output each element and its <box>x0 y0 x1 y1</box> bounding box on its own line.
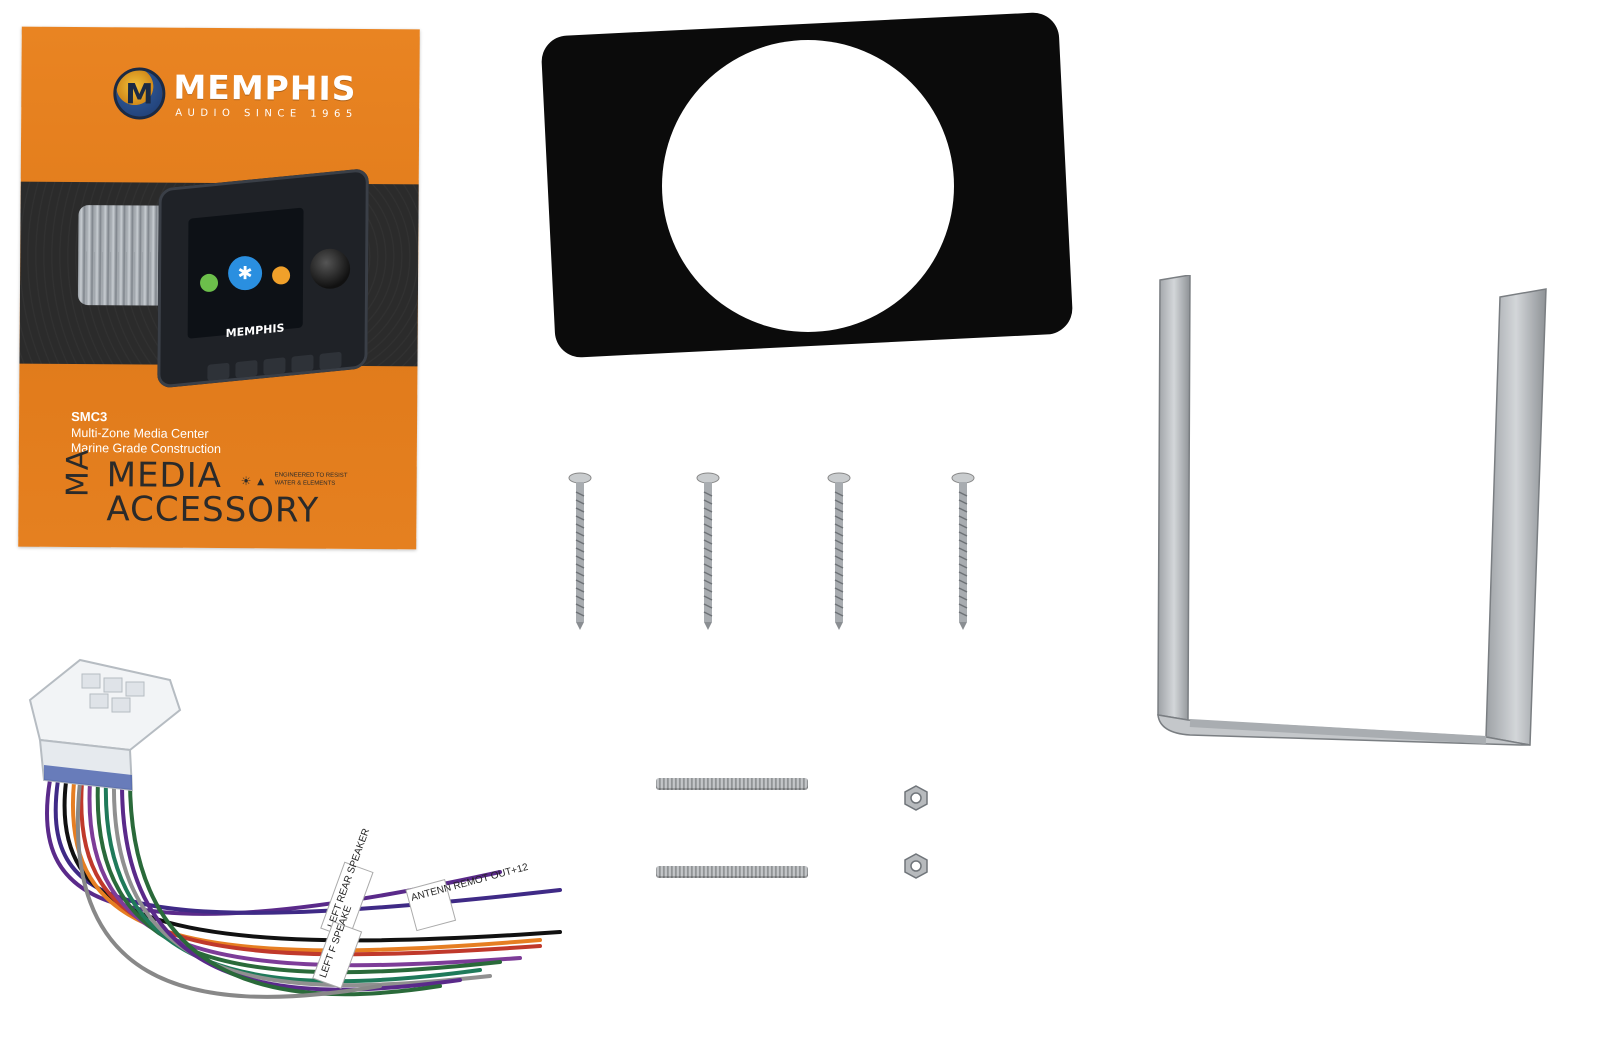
device-photo: ✱ MEMPHIS <box>77 168 378 394</box>
accessory-title: ACCESSORY <box>106 489 320 531</box>
model-number: SMC3 <box>71 408 108 425</box>
aux-icon <box>199 273 219 292</box>
radio-icon <box>272 266 291 285</box>
hex-nut <box>904 785 928 811</box>
memphis-logo-icon: M <box>113 67 166 120</box>
brand-tagline: AUDIO SINCE 1965 <box>175 107 358 120</box>
device-button <box>319 351 342 370</box>
device-button <box>235 359 258 379</box>
description-line-1: Multi-Zone Media Center <box>70 425 209 441</box>
threaded-rod <box>656 778 808 790</box>
product-manual: M MEMPHIS AUDIO SINCE 1965 ✱ MEMPHIS SMC… <box>18 26 420 550</box>
plug-connector <box>28 658 182 792</box>
screw <box>568 472 592 630</box>
volume-knob <box>309 248 351 289</box>
threaded-rod <box>656 866 808 878</box>
weather-icons: ☀ ▲ <box>240 474 267 489</box>
screw <box>951 472 975 630</box>
ma-mark: MA <box>60 448 96 498</box>
brand-name: MEMPHIS <box>173 67 357 108</box>
screw <box>696 472 720 630</box>
bracket-right-arm <box>1485 288 1547 746</box>
device-button <box>263 357 286 376</box>
bluetooth-icon: ✱ <box>227 256 263 291</box>
wire-bundle <box>45 778 562 999</box>
wiring-harness: ANTENN REMOT OUT+12 LEFT REAR SPEAKER LE… <box>28 658 562 999</box>
wire-label: ANTENN REMOT OUT+12 <box>410 862 530 904</box>
u-bracket <box>1157 275 1547 746</box>
gasket-cutout <box>662 40 954 332</box>
device-button <box>291 354 314 373</box>
engineered-note: ENGINEERED TO RESIST WATER & ELEMENTS <box>274 472 348 487</box>
screw <box>827 472 851 630</box>
hex-nut <box>904 853 928 879</box>
heatsink-fins <box>77 205 171 306</box>
memphis-logo: M MEMPHIS AUDIO SINCE 1965 <box>113 65 373 127</box>
device-button <box>207 362 230 381</box>
bracket-left-arm <box>1157 275 1191 721</box>
